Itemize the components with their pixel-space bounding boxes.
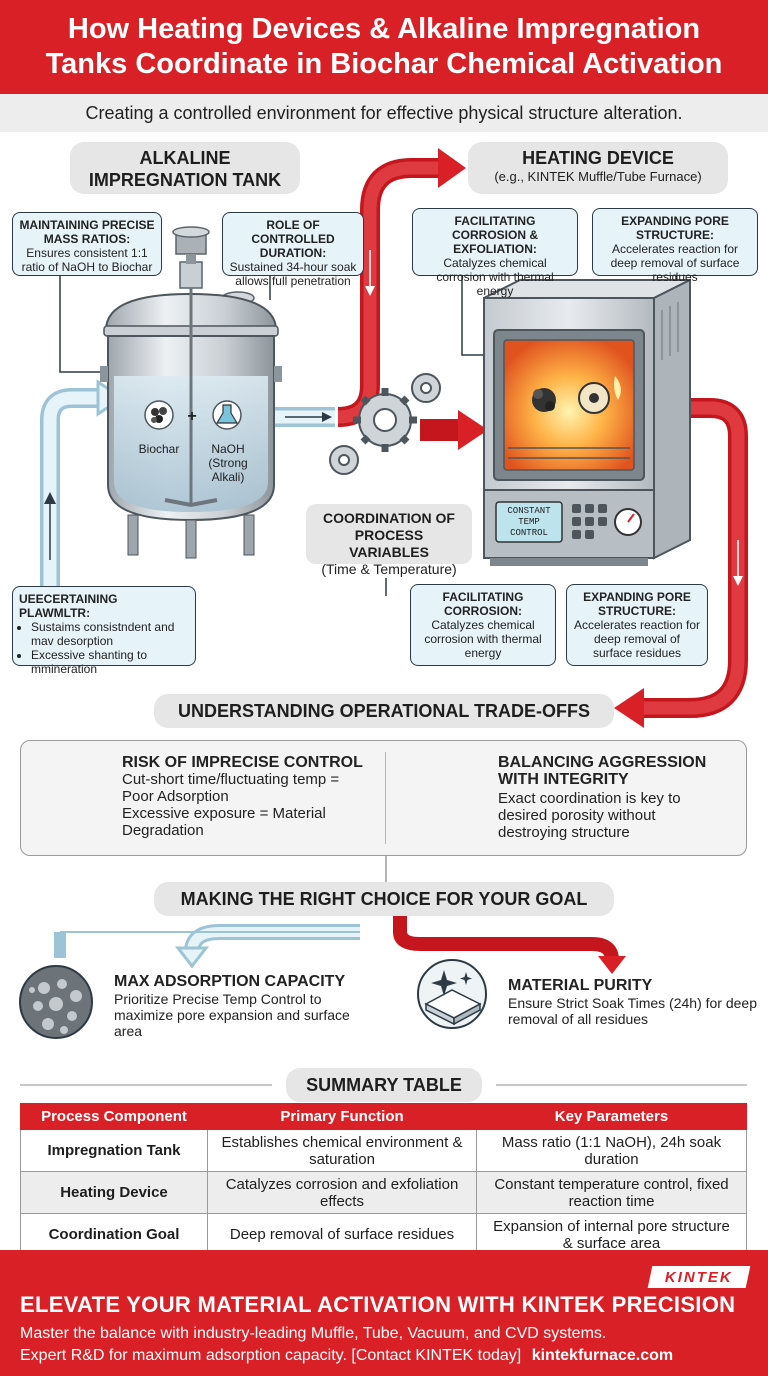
callout-mass-ratio-title: MAINTAINING PRECISE MASS RATIOS: [19,218,155,246]
callout-furnace-corrosion-top: FACILITATING CORROSION & EXFOLIATION: Ca… [412,208,578,298]
callout-furnace-corrosion-top-title: FACILITATING CORROSION & EXFOLIATION: [451,214,538,256]
goal-adsorption: MAX ADSORPTION CAPACITY Prioritize Preci… [114,972,364,1039]
coordination-gears-icon [329,373,441,475]
red-flow-arrows [337,148,748,728]
footer-title: ELEVATE YOUR MATERIAL ACTIVATION WITH KI… [20,1292,736,1317]
svg-text:+: + [187,408,196,425]
biochar-label: Biochar [138,442,180,456]
footer-line-1: Master the balance with industry-leading… [20,1325,607,1342]
callout-tank-bottom-item: Sustaims consistndent and mav desorption [31,620,189,648]
table-row: Impregnation Tank Establishes chemical e… [20,1129,747,1172]
callout-mass-ratio-text: Ensures consistent 1:1 ratio of NaOH to … [21,246,153,274]
callout-furnace-corrosion-bottom-text: Catalyzes chemical corrosion with therma… [424,618,542,660]
contact-link[interactable]: [Contact KINTEK today] [351,1347,522,1364]
tradeoffs-heading-pill: UNDERSTANDING OPERATIONAL TRADE-OFFS [154,694,614,728]
tradeoff-risk-line-2: Excessive exposure = Material Degradatio… [122,805,326,839]
table-cell: Catalyzes corrosion and exfoliation effe… [207,1171,477,1214]
table-cell: Heating Device [20,1171,208,1214]
callout-tank-bottom-item: Excessive shanting to mmineration [31,648,189,676]
coordination-subtitle: (Time & Temperature) [321,561,457,577]
process-flow-illustration: + [19,148,748,1086]
title-line-1: How Heating Devices & Alkaline Impregnat… [67,13,701,45]
tank-title-pill: ALKALINE IMPREGNATION TANK [70,142,300,194]
goal-purity-text: Ensure Strict Soak Times (24h) for deep … [508,995,757,1027]
callout-duration-title: ROLE OF CONTROLLED DURATION: [251,218,335,260]
tradeoffs-divider [385,752,386,844]
summary-table: Process Component Primary Function Key P… [20,1103,747,1256]
impregnation-tank-illustration: + [100,226,282,559]
table-header-cell: Key Parameters [476,1103,747,1130]
page-title: How Heating Devices & Alkaline Impregnat… [46,12,723,82]
table-header-row: Process Component Primary Function Key P… [20,1103,747,1130]
callout-furnace-pore-top-text: Accelerates reaction for deep removal of… [610,242,740,284]
callout-tank-bottom: UEECERTAINING PLAWMLTR: Sustaims consist… [12,586,196,676]
website-link[interactable]: kintekfurnace.com [531,1347,674,1364]
tradeoff-risk-line-1: Cut-short time/fluctuating temp = Poor A… [122,771,340,805]
kintek-logo: KINTEK [647,1266,751,1288]
tradeoff-balance: BALANCING AGGRESSION WITH INTEGRITY Exac… [498,754,728,841]
callout-furnace-pore-bottom-title: EXPANDING PORE STRUCTURE: [583,590,691,618]
callout-furnace-corrosion-bottom-title: FACILITATING CORROSION: [442,590,524,618]
furnace-display-text: CONSTANT TEMP CONTROL [507,506,551,538]
callout-furnace-pore-bottom: EXPANDING PORE STRUCTURE: Accelerates re… [566,584,708,666]
summary-heading: SUMMARY TABLE [306,1075,462,1095]
callout-furnace-pore-top-title: EXPANDING PORE STRUCTURE: [621,214,729,242]
furnace-title: HEATING DEVICE [522,148,674,168]
tradeoff-balance-text: Exact coordination is key to desired por… [498,790,681,841]
callout-tank-bottom-list: Sustaims consistndent and mav desorption… [19,620,189,676]
furnace-subtitle: (e.g., KINTEK Muffle/Tube Furnace) [494,169,702,184]
callout-mass-ratio: MAINTAINING PRECISE MASS RATIOS: Ensures… [12,212,162,276]
table-row: Coordination Goal Deep removal of surfac… [20,1213,747,1256]
purity-sparkle-icon [417,959,487,1029]
tank-title: ALKALINE IMPREGNATION TANK [88,148,282,190]
furnace-illustration [483,278,691,566]
table-cell: Impregnation Tank [20,1129,208,1172]
callout-duration-text: Sustained 34-hour soak allows full penet… [229,260,357,288]
choice-heading: MAKING THE RIGHT CHOICE FOR YOUR GOAL [180,889,588,909]
tradeoffs-panel [20,740,747,856]
callout-furnace-corrosion-top-text: Catalyzes chemical corrosion with therma… [436,256,554,298]
footer-line-2: Expert R&D for maximum adsorption capaci… [20,1345,673,1367]
tradeoff-balance-title: BALANCING AGGRESSION WITH INTEGRITY [498,754,707,788]
footer-line-2-text: Expert R&D for maximum adsorption capaci… [20,1347,347,1364]
header-banner: How Heating Devices & Alkaline Impregnat… [0,0,768,94]
table-cell: Mass ratio (1:1 NaOH), 24h soak duration [476,1129,747,1172]
porous-material-icon [19,965,93,1039]
table-cell: Deep removal of surface residues [207,1213,477,1256]
kintek-logo-text: KINTEK [665,1268,733,1286]
table-cell: Establishes chemical environment & satur… [207,1129,477,1172]
table-row: Heating Device Catalyzes corrosion and e… [20,1171,747,1214]
footer-banner: KINTEK ELEVATE YOUR MATERIAL ACTIVATION … [0,1250,768,1376]
summary-heading-pill: SUMMARY TABLE [286,1068,482,1102]
callout-furnace-pore-bottom-text: Accelerates reaction for deep removal of… [573,618,701,660]
naoh-label: NaOH (Strong Alkali) [208,442,248,484]
tradeoff-risk: RISK OF IMPRECISE CONTROL Cut-short time… [122,754,372,839]
furnace-title-pill: HEATING DEVICE (e.g., KINTEK Muffle/Tube… [468,142,728,194]
callout-furnace-pore-top: EXPANDING PORE STRUCTURE: Accelerates re… [592,208,758,284]
goal-purity-title: MATERIAL PURITY [508,977,653,994]
goal-purity: MATERIAL PURITY Ensure Strict Soak Times… [508,976,758,1027]
choice-heading-pill: MAKING THE RIGHT CHOICE FOR YOUR GOAL [154,882,614,916]
footer-text: Master the balance with industry-leading… [20,1323,673,1367]
callout-tank-bottom-title: UEECERTAINING PLAWMLTR: [19,592,118,620]
goal-adsorption-title: MAX ADSORPTION CAPACITY [114,973,346,990]
table-header-cell: Process Component [20,1103,208,1130]
goal-adsorption-text: Prioritize Precise Temp Control to maxim… [114,991,350,1039]
table-cell: Constant temperature control, fixed reac… [476,1171,747,1214]
tradeoff-risk-title: RISK OF IMPRECISE CONTROL [122,754,363,771]
callout-furnace-corrosion-bottom: FACILITATING CORROSION: Catalyzes chemic… [410,584,556,666]
subtitle-bar: Creating a controlled environment for ef… [0,94,768,132]
title-line-2: Tanks Coordinate in Biochar Chemical Act… [45,48,723,80]
table-header-cell: Primary Function [207,1103,477,1130]
coordination-title: COORDINATION OF PROCESS VARIABLES [323,510,455,560]
coordination-box: COORDINATION OF PROCESS VARIABLES (Time … [306,504,472,577]
tradeoffs-heading: UNDERSTANDING OPERATIONAL TRADE-OFFS [178,701,590,721]
callout-duration: ROLE OF CONTROLLED DURATION: Sustained 3… [222,212,364,288]
